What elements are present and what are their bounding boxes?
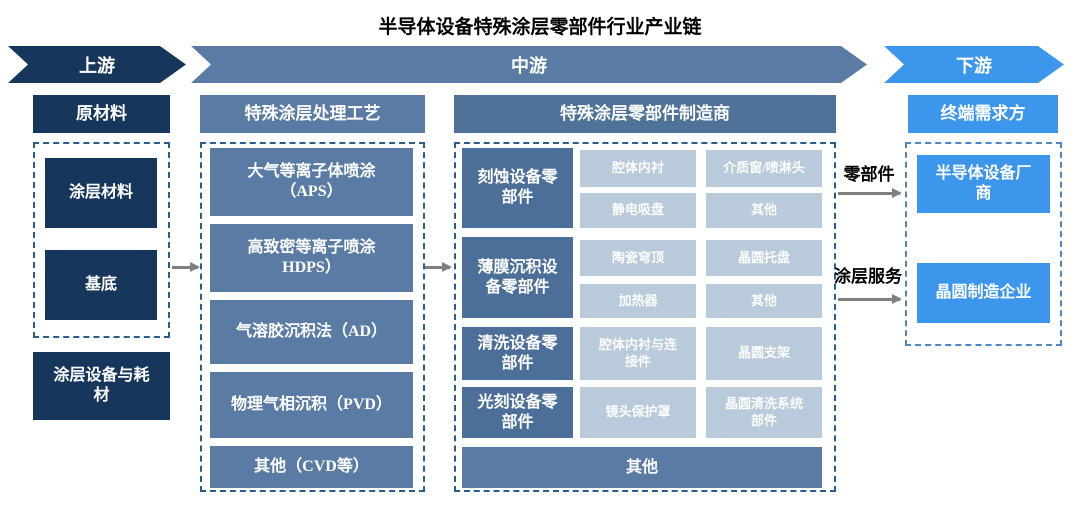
part-ceramic-dome: 陶瓷穹顶 [580,240,696,276]
part-wafer-tray: 晶圆托盘 [706,240,822,276]
flow-label-coating-service: 涂层服务 [834,267,902,286]
part-heater: 加热器 [580,284,696,318]
part-chamber-liner-connectors: 腔体内衬与连 接件 [580,327,696,380]
process-item-hdps: 高致密等离子喷涂 HDPS） [210,224,413,292]
manufacturer-group [454,142,836,492]
part-wafer-holder: 晶圆支架 [706,327,822,380]
banner-midstream: 中游 [191,46,867,83]
process-header: 特殊涂层处理工艺 [200,95,425,133]
flow-arrow-coating-service-icon [838,294,902,304]
downstream-group [905,142,1062,346]
manufacturer-row-etch-label: 刻蚀设备零 部件 [462,148,573,228]
part-wafer-cleaning-system: 晶圆清洗系统 部件 [706,387,822,438]
downstream-header: 终端需求方 [908,95,1058,133]
part-deposition-other: 其他 [706,284,822,318]
part-dielectric-window-showerhead: 介质窗/喷淋头 [706,150,822,187]
upstream-header: 原材料 [33,95,170,133]
process-item-pvd: 物理气相沉积（PVD） [210,372,413,438]
process-item-ad: 气溶胶沉积法（AD） [210,300,413,364]
process-group [200,142,425,492]
manufacturer-footer-other: 其他 [462,447,822,488]
downstream-item-wafer-fabs: 晶圆制造企业 [917,263,1050,323]
page-title: 半导体设备特殊涂层零部件行业产业链 [378,17,702,38]
manufacturer-header: 特殊涂层零部件制造商 [454,95,836,133]
upstream-item-substrate: 基底 [45,250,157,320]
process-item-other-cvd: 其他（CVD等） [210,446,413,488]
arrow-process-to-manufacturer-icon [424,262,452,272]
part-electrostatic-chuck: 静电吸盘 [580,193,696,228]
upstream-item-coating-material: 涂层材料 [45,158,157,228]
manufacturer-row-cleaning-label: 清洗设备零 部件 [462,327,573,380]
manufacturer-row-deposition-label: 薄膜沉积设 备零部件 [462,237,573,318]
part-lens-cover: 镜头保护罩 [580,387,696,438]
arrow-upstream-to-process-icon [172,262,200,272]
part-etch-other: 其他 [706,193,822,228]
manufacturer-row-litho-label: 光刻设备零 部件 [462,387,573,438]
upstream-item-coating-equipment: 涂层设备与耗 材 [33,352,170,420]
downstream-item-equipment-makers: 半导体设备厂 商 [917,155,1050,213]
banner-downstream: 下游 [884,46,1064,83]
flow-label-parts: 零部件 [843,165,895,184]
flow-arrow-parts-icon [838,188,902,198]
banner-upstream: 上游 [8,46,186,83]
process-item-aps: 大气等离子体喷涂 （APS） [210,148,413,216]
upstream-materials-group [33,142,170,338]
part-chamber-liner: 腔体内衬 [580,150,696,187]
